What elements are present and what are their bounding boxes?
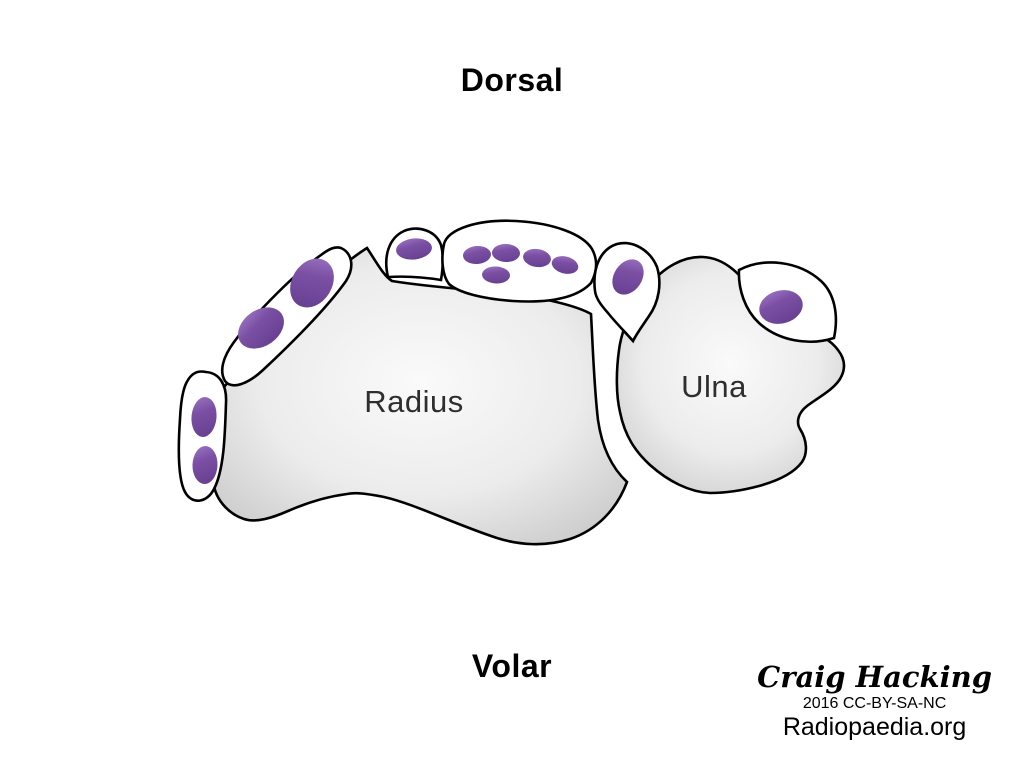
radius-bone-label: Radius xyxy=(364,384,464,419)
tendon-ovals-group xyxy=(191,238,803,484)
tendon-oval xyxy=(492,243,520,263)
attribution-license: 2016 CC-BY-SA-NC xyxy=(802,695,947,712)
tendon-oval xyxy=(759,290,803,324)
attribution-block: Craig Hacking 2016 CC-BY-SA-NC Radiopaed… xyxy=(757,660,992,742)
ulna-bone-label: Ulna xyxy=(681,369,747,404)
tendon-oval xyxy=(396,238,432,260)
tendon-oval xyxy=(612,259,644,295)
tendon-oval xyxy=(238,307,284,349)
extensor-compartment-4 xyxy=(441,219,598,303)
tendon-oval xyxy=(463,245,491,265)
tendon-oval xyxy=(192,446,218,484)
tendon-oval xyxy=(551,256,579,274)
attribution-site: Radiopaedia.org xyxy=(782,713,967,741)
tendon-oval xyxy=(523,248,551,268)
tendon-oval xyxy=(482,266,510,284)
attribution-author: Craig Hacking xyxy=(757,660,992,694)
tendon-oval xyxy=(191,397,217,437)
orientation-label-dorsal: Dorsal xyxy=(460,62,564,98)
tendon-oval xyxy=(290,258,334,308)
orientation-label-volar: Volar xyxy=(471,648,553,684)
